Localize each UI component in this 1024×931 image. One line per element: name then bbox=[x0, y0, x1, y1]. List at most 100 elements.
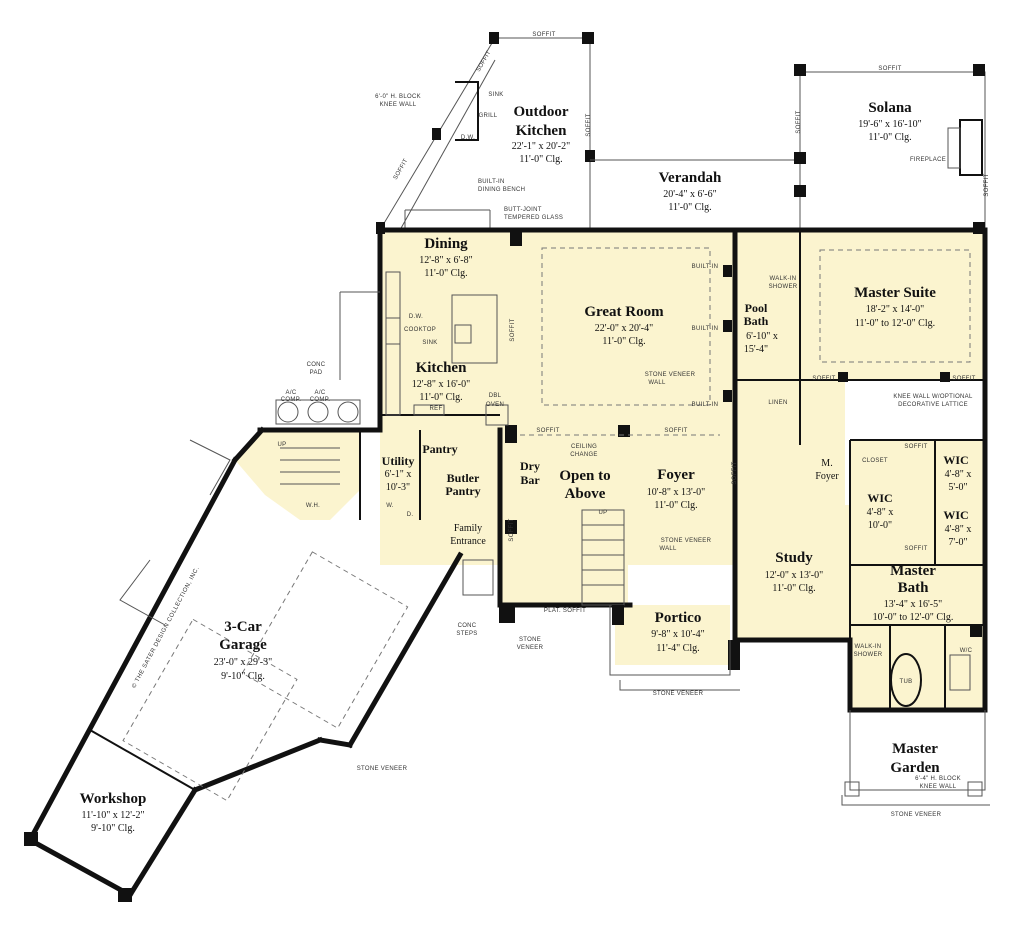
room-dims: 9'-8" x 10'-4" bbox=[651, 629, 704, 640]
room-dims: 4'-8" x bbox=[945, 469, 972, 480]
room-solana: Solana 19'-6" x 16'-10" 11'-0" Clg. bbox=[858, 100, 921, 143]
room-dims: 22'-0" x 20'-4" bbox=[595, 323, 653, 334]
room-ceiling: 11'-0" Clg. bbox=[602, 336, 645, 347]
soffit-note: SOFFIT bbox=[904, 444, 927, 450]
built-in-note: BUILT-IN bbox=[692, 402, 719, 408]
room-dims: 19'-6" x 16'-10" bbox=[858, 119, 921, 130]
room-open-to-above: Open to Above bbox=[559, 468, 610, 502]
room-wic-1: WIC 4'-8" x 5'-0" bbox=[943, 453, 971, 493]
stone-veneer-note: STONE VENEER bbox=[891, 812, 942, 818]
soffit-note: SOFFIT bbox=[510, 318, 516, 341]
room-ceiling: 11'-0" Clg. bbox=[424, 268, 467, 279]
stone-wall-note: STONE VENEER bbox=[661, 538, 712, 544]
dryer-note: D. bbox=[407, 512, 414, 518]
room-ceiling: 11'-0" Clg. bbox=[868, 132, 911, 143]
room-ceiling: 9'-10" Clg. bbox=[221, 671, 265, 682]
room-name: Master Suite bbox=[854, 285, 936, 301]
room-name: Bath bbox=[898, 580, 930, 596]
plat-soffit-note: PLAT. SOFFIT bbox=[544, 608, 586, 614]
room-name: Study bbox=[775, 550, 813, 566]
stone-veneer-note: STONE bbox=[519, 637, 541, 643]
room-wic-2: WIC 4'-8" x 10'-0" bbox=[867, 491, 894, 531]
ac-compressors bbox=[275, 399, 361, 425]
room-master-bath: Master Bath 13'-4" x 16'-5" 10'-0" to 12… bbox=[873, 563, 954, 623]
soffit-note: SOFFIT bbox=[393, 158, 410, 181]
room-ceiling: 11'-0" Clg. bbox=[772, 583, 815, 594]
room-dims: 4'-8" x bbox=[867, 507, 894, 518]
glass-note: BUTT-JOINT bbox=[504, 207, 542, 213]
ac-comp-note: A/C bbox=[315, 390, 326, 396]
room-dims: 20'-4" x 6'-6" bbox=[663, 189, 716, 200]
knee-wall-note: DECORATIVE LATTICE bbox=[898, 402, 968, 408]
ac-comp-note: A/C bbox=[286, 390, 297, 396]
room-name: Master bbox=[890, 563, 936, 579]
room-name: Bar bbox=[520, 473, 540, 487]
room-kitchen: Kitchen 12'-8" x 16'-0" 11'-0" Clg. bbox=[412, 360, 470, 403]
block-wall-note: KNEE WALL bbox=[380, 102, 417, 108]
room-name: Pool bbox=[745, 301, 768, 315]
garage-walls bbox=[24, 426, 464, 902]
garden-wall-note: KNEE WALL bbox=[920, 784, 957, 790]
fireplace-note: FIREPLACE bbox=[910, 157, 946, 163]
room-name: Butler bbox=[447, 471, 480, 485]
stone-veneer-note: STONE VENEER bbox=[357, 766, 408, 772]
room-garage: 3-Car Garage 23'-0" x 29'-3" 9'-10" Clg. bbox=[214, 619, 272, 682]
grill-note: GRILL bbox=[479, 113, 498, 119]
room-dims: 10'-8" x 13'-0" bbox=[647, 487, 705, 498]
ac-comp-note: COMP. bbox=[310, 397, 330, 403]
shower-note: WALK-IN bbox=[855, 644, 882, 650]
water-heater-note: W.H. bbox=[306, 503, 320, 509]
conc-pad-note: CONC bbox=[307, 362, 326, 368]
soffit-note: SOFFIT bbox=[952, 376, 975, 382]
room-name: Family bbox=[454, 523, 482, 534]
built-in-note: BUILT-IN bbox=[692, 264, 719, 270]
room-name: Dry bbox=[520, 459, 540, 473]
room-ceiling: 11'-4" Clg. bbox=[656, 643, 699, 654]
shower-note: SHOWER bbox=[854, 652, 883, 658]
room-dims: 6'-10" x bbox=[746, 331, 778, 342]
room-name: Great Room bbox=[584, 304, 664, 320]
house-walls bbox=[257, 227, 988, 713]
room-name: Outdoor bbox=[513, 104, 568, 120]
stone-wall-note: STONE VENEER bbox=[645, 372, 696, 378]
room-dims: 22'-1" x 20'-2" bbox=[512, 141, 570, 152]
soffit-note: SOFFIT bbox=[878, 66, 901, 72]
garden-wall-note: 6'-4" H. BLOCK bbox=[915, 776, 961, 782]
ceiling-change-note: CEILING bbox=[571, 444, 597, 450]
room-dims: 10'-0" bbox=[868, 520, 892, 531]
room-name: Above bbox=[565, 486, 606, 502]
room-dining: Dining 12'-8" x 6'-8" 11'-0" Clg. bbox=[419, 236, 472, 279]
dining-bench-note: DINING BENCH bbox=[478, 187, 525, 193]
room-portico: Portico 9'-8" x 10'-4" 11'-4" Clg. bbox=[651, 610, 704, 654]
dishwasher-note: D.W. bbox=[461, 135, 475, 141]
ceiling-lines bbox=[520, 247, 971, 436]
ref-note: REF bbox=[430, 406, 443, 412]
room-ceiling: 11'-0" Clg. bbox=[519, 154, 562, 165]
closet-note: CLOSET bbox=[862, 458, 888, 464]
soffit-note: SOFFIT bbox=[904, 546, 927, 552]
portico-walls bbox=[462, 559, 740, 691]
room-dims: 4'-8" x bbox=[945, 524, 972, 535]
stone-wall-note: WALL bbox=[659, 546, 677, 552]
block-wall-note: 6'-0" H. BLOCK bbox=[375, 94, 421, 100]
glass-note: TEMPERED GLASS bbox=[504, 215, 563, 221]
oven-note: OVEN bbox=[486, 402, 504, 408]
room-utility: Utility 6'-1" x 10'-3" bbox=[382, 454, 415, 493]
linen-note: LINEN bbox=[768, 400, 787, 406]
room-name: 3-Car bbox=[224, 619, 262, 635]
room-dims: 10'-3" bbox=[386, 482, 410, 493]
room-name: Pantry bbox=[422, 442, 457, 456]
soffit-note: SOFFIT bbox=[984, 173, 990, 196]
room-name: Verandah bbox=[659, 170, 722, 186]
room-dims: 12'-0" x 13'-0" bbox=[765, 570, 823, 581]
stone-veneer-note: VENEER bbox=[517, 645, 544, 651]
shower-note: SHOWER bbox=[769, 284, 798, 290]
room-name: Pantry bbox=[445, 484, 480, 498]
interior-fill bbox=[235, 230, 985, 710]
room-dims: 23'-0" x 29'-3" bbox=[214, 657, 272, 668]
room-dims: 11'-10" x 12'-2" bbox=[81, 810, 144, 821]
room-name: Workshop bbox=[80, 791, 147, 807]
room-pool-bath: Pool Bath 6'-10" x 15'-4" bbox=[744, 301, 778, 355]
soffit-note: SOFFIT bbox=[796, 110, 802, 133]
